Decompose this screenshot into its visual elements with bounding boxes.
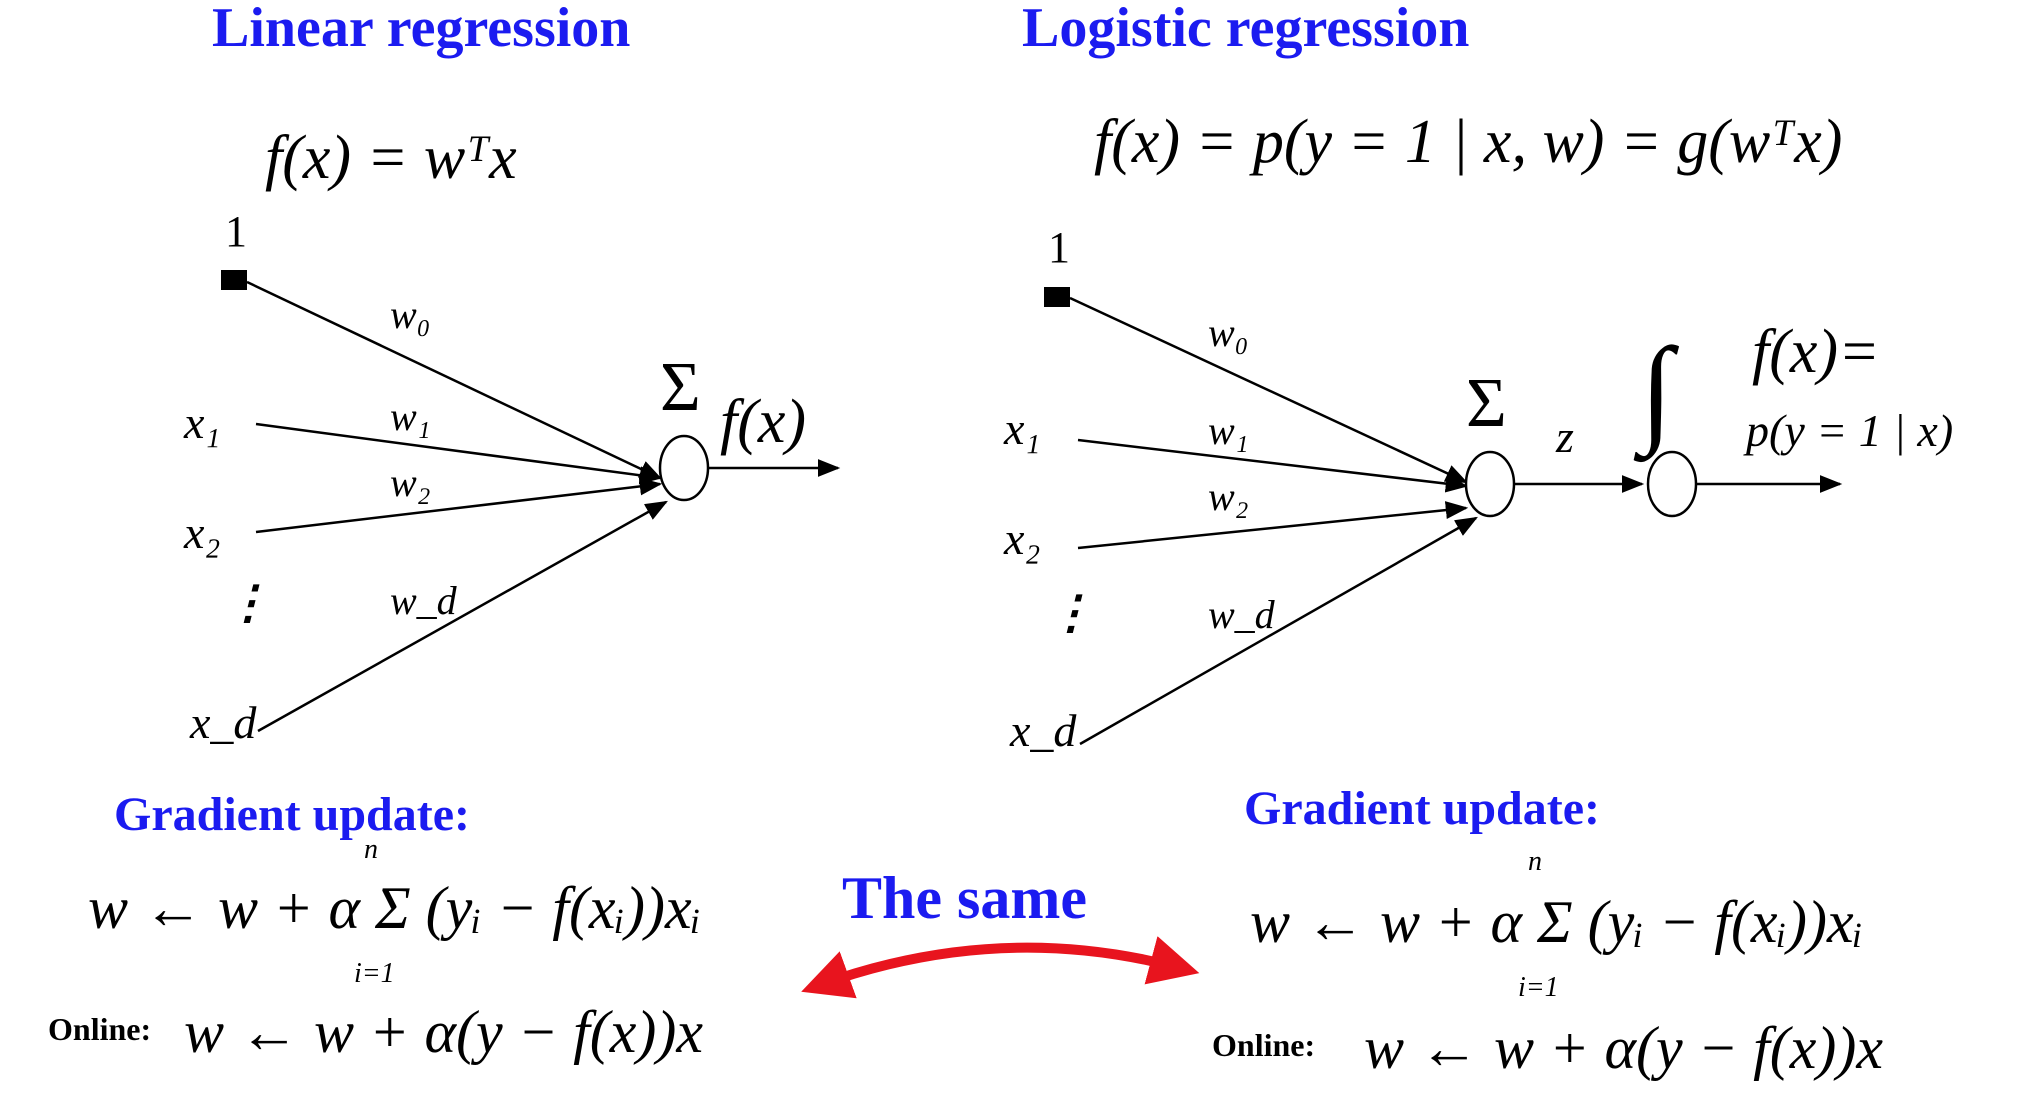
logistic-weight-w1: w₁ bbox=[1208, 408, 1249, 453]
logistic-online-formula: w ← w + α(y − f(x))x bbox=[1364, 1015, 1883, 1081]
linear-bias-node bbox=[221, 270, 247, 290]
linear-sum-node bbox=[658, 434, 710, 502]
linear-weight-wd: w_d bbox=[390, 578, 458, 623]
linear-input-x2: x₂ bbox=[183, 507, 220, 558]
logistic-regression-panel: Logistic regression f(x) = p(y = 1 | x, … bbox=[1003, 0, 1953, 1081]
logistic-output-line1: f(x)= bbox=[1752, 318, 1880, 386]
logistic-z-label: z bbox=[1555, 411, 1574, 462]
linear-sum-symbol: Σ bbox=[660, 349, 701, 426]
comparison-group: The same bbox=[801, 865, 1200, 999]
logistic-sum-symbol: Σ bbox=[1466, 365, 1507, 442]
linear-weight-w0: w₀ bbox=[390, 292, 431, 337]
linear-formula: f(x) = wᵀx bbox=[265, 124, 517, 192]
linear-output-label: f(x) bbox=[720, 388, 806, 456]
logistic-weight-wd: w_d bbox=[1208, 592, 1276, 637]
linear-weight-w2: w₂ bbox=[390, 460, 431, 505]
logistic-dots: ⋮ bbox=[1048, 587, 1094, 638]
comparison-label: The same bbox=[842, 865, 1087, 931]
linear-edge-w1 bbox=[255, 422, 663, 485]
logistic-output-line2: p(y = 1 | x) bbox=[1743, 405, 1953, 456]
logistic-edge-w0 bbox=[1069, 296, 1469, 484]
linear-edge-w2 bbox=[255, 477, 663, 534]
linear-gradient-formula: w ← w + α Σ (yᵢ − f(xᵢ))xᵢ bbox=[88, 875, 701, 941]
linear-edge-wd bbox=[257, 500, 668, 733]
linear-dots: ⋮ bbox=[225, 577, 271, 628]
linear-regression-panel: Linear regression f(x) = wᵀx 1 x₁ x₂ ⋮ x… bbox=[48, 0, 841, 1065]
logistic-bias-node bbox=[1044, 287, 1070, 307]
logistic-bias-label: 1 bbox=[1048, 223, 1070, 272]
logistic-sum-node bbox=[1464, 450, 1516, 518]
linear-title: Linear regression bbox=[212, 0, 630, 59]
logistic-weight-w2: w₂ bbox=[1208, 474, 1249, 519]
logistic-gradient-title: Gradient update: bbox=[1244, 782, 1600, 835]
linear-sum-lower: i=1 bbox=[354, 958, 395, 989]
logistic-edge-w2 bbox=[1077, 501, 1469, 550]
linear-gradient-title: Gradient update: bbox=[114, 788, 470, 841]
linear-online-formula: w ← w + α(y − f(x))x bbox=[184, 999, 703, 1065]
logistic-edge-wd bbox=[1079, 516, 1478, 746]
logistic-input-x1: x₁ bbox=[1003, 403, 1040, 454]
linear-edge-w0 bbox=[246, 280, 663, 480]
logistic-sigmoid-node bbox=[1646, 450, 1698, 518]
logistic-gradient-formula: w ← w + α Σ (yᵢ − f(xᵢ))xᵢ bbox=[1250, 889, 1863, 955]
linear-online-label: Online: bbox=[48, 1011, 151, 1047]
logistic-online-label: Online: bbox=[1212, 1027, 1315, 1063]
logistic-weight-w0: w₀ bbox=[1208, 310, 1249, 355]
logistic-sum-lower: i=1 bbox=[1518, 972, 1559, 1003]
logistic-sigmoid-symbol: ∫ bbox=[1633, 323, 1680, 463]
logistic-input-x2: x₂ bbox=[1003, 513, 1040, 564]
logistic-formula: f(x) = p(y = 1 | x, w) = g(wᵀx) bbox=[1094, 108, 1842, 176]
linear-weight-w1: w₁ bbox=[390, 394, 431, 439]
linear-input-xd: x_d bbox=[189, 697, 257, 748]
linear-bias-label: 1 bbox=[225, 207, 247, 256]
logistic-sum-upper: n bbox=[1528, 846, 1542, 877]
logistic-title: Logistic regression bbox=[1022, 0, 1469, 59]
linear-sum-upper: n bbox=[364, 834, 378, 865]
double-headed-arrow bbox=[801, 936, 1200, 999]
linear-input-x1: x₁ bbox=[183, 397, 220, 448]
logistic-edge-w1 bbox=[1077, 438, 1469, 493]
logistic-input-xd: x_d bbox=[1009, 705, 1077, 756]
